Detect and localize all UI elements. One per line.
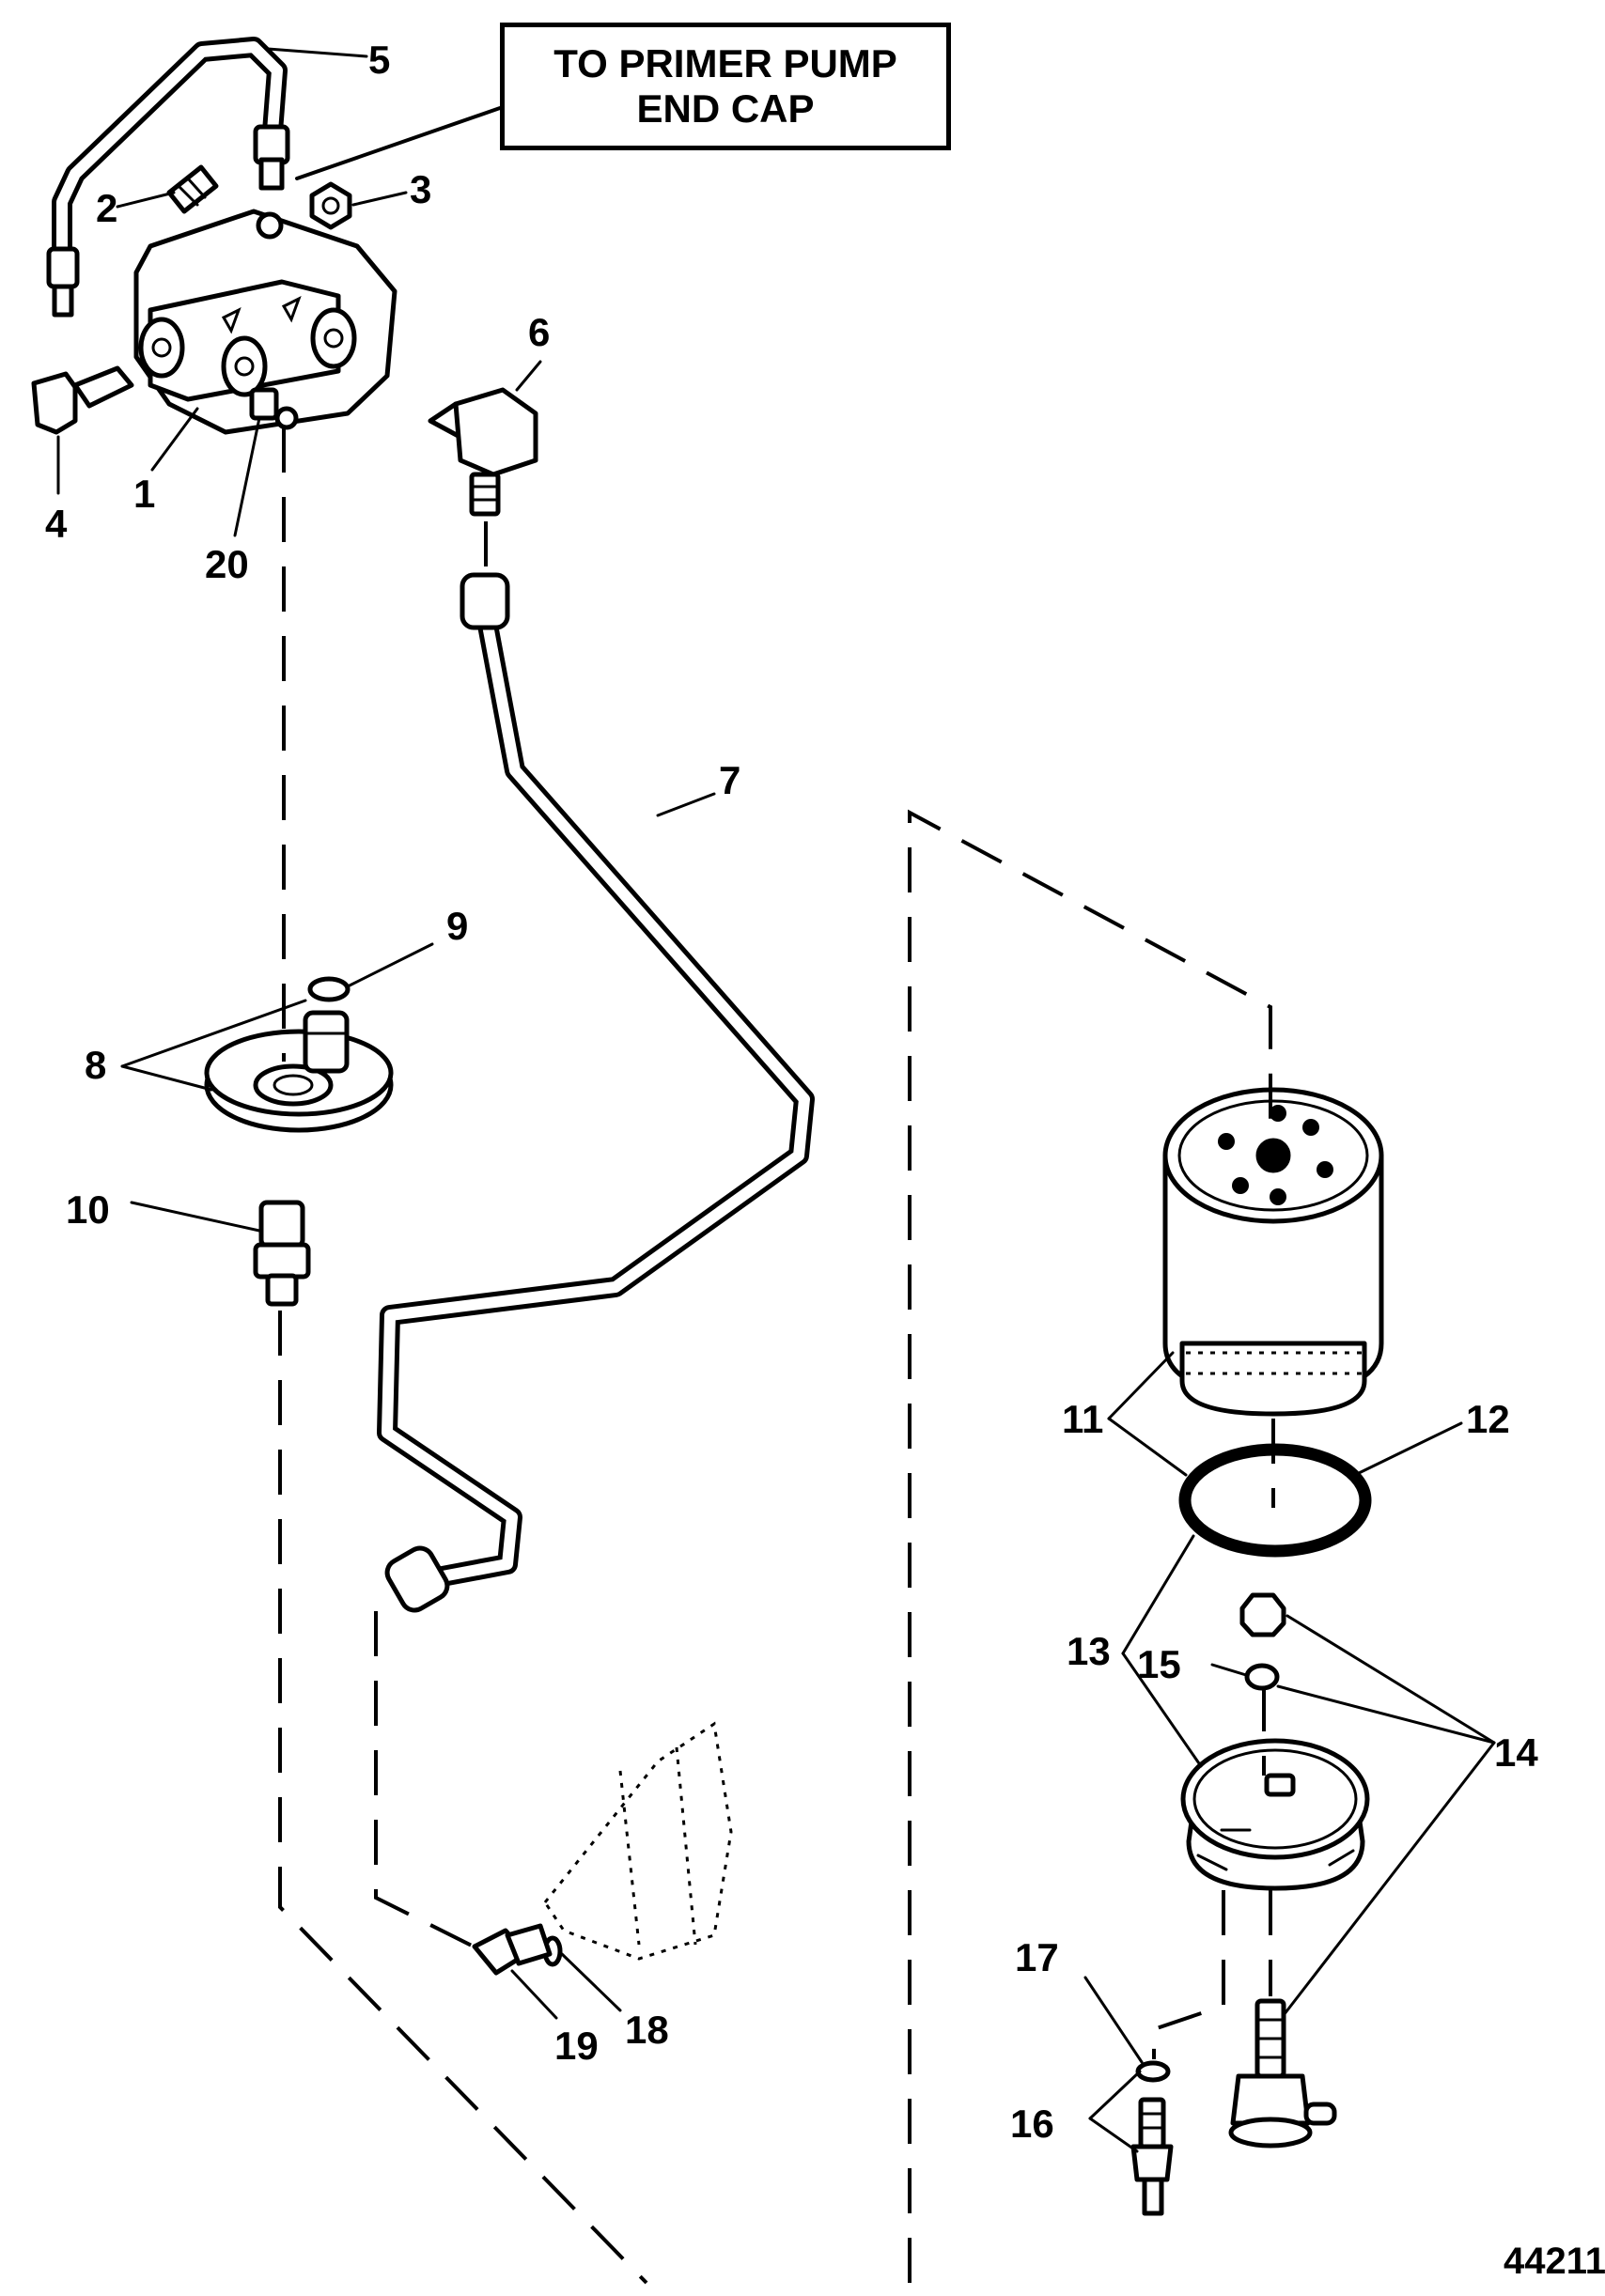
leader-17	[1083, 1976, 1144, 2064]
leader-8a	[120, 999, 307, 1068]
leader-12	[1353, 1421, 1463, 1477]
nut-part-14	[1239, 1592, 1286, 1637]
elbow-fitting-part-6	[428, 387, 538, 517]
leader-13b	[1121, 1652, 1203, 1768]
washer-part-15	[1244, 1663, 1280, 1691]
leader-19	[510, 1969, 558, 2020]
leader-5	[266, 47, 368, 58]
leader-10	[130, 1201, 261, 1233]
leader-9	[346, 942, 434, 988]
label-18: 18	[625, 2008, 669, 2052]
leader-6	[515, 360, 542, 392]
fitting-part-10	[253, 1200, 311, 1307]
o-ring-part-17	[1135, 2060, 1171, 2083]
stud-part-2	[166, 164, 219, 214]
leader-7	[656, 792, 716, 817]
dash-line-bowl-to-drain	[1152, 1890, 1225, 2059]
label-7: 7	[719, 758, 740, 802]
leader-16a	[1088, 2070, 1142, 2120]
water-sensor-part-14	[1228, 1998, 1337, 2149]
engine-cutaway-outline	[543, 1721, 733, 1961]
label-4: 4	[45, 502, 68, 546]
label-16: 16	[1010, 2102, 1054, 2146]
leader-11a	[1107, 1351, 1175, 1420]
label-6: 6	[528, 310, 550, 354]
leader-1	[150, 407, 199, 472]
drain-valve-part-16	[1130, 2097, 1174, 2216]
leader-14b	[1276, 1684, 1496, 1745]
label-15: 15	[1137, 1642, 1181, 1686]
fuel-line-part-7	[377, 572, 815, 1613]
label-12: 12	[1466, 1397, 1510, 1441]
label-3: 3	[410, 167, 431, 211]
elbow-fitting-part-4	[31, 365, 134, 435]
o-ring-part-9	[307, 976, 351, 1002]
callout-leader-line	[295, 106, 502, 180]
label-8: 8	[85, 1043, 106, 1087]
label-20: 20	[205, 542, 249, 586]
nut-part-3	[309, 181, 352, 230]
filter-head-part-1	[133, 209, 397, 435]
filter-cartridge-part-11	[1162, 1087, 1384, 1417]
label-13: 13	[1067, 1629, 1111, 1673]
leader-11b	[1107, 1417, 1188, 1477]
leader-20	[233, 416, 261, 537]
reference-number: 44211	[1504, 2241, 1605, 2282]
label-9: 9	[446, 904, 468, 948]
leader-18	[560, 1952, 622, 2012]
leader-14c	[1282, 1741, 1496, 2017]
dash-line-line7-to-fitting19	[374, 1611, 480, 1951]
bowl-part-13	[1180, 1738, 1370, 1891]
adapter-part-8	[204, 1010, 394, 1133]
leader-16b	[1088, 2117, 1139, 2153]
primer-pump-callout: TO PRIMER PUMP END CAP	[500, 23, 951, 150]
leader-8b	[120, 1064, 213, 1092]
dash-line-filter-up	[908, 809, 1272, 2283]
leader-2	[116, 191, 176, 209]
label-5: 5	[368, 38, 390, 82]
fitting-part-19	[472, 1923, 553, 1976]
label-2: 2	[96, 186, 117, 230]
label-10: 10	[66, 1187, 110, 1232]
leader-13a	[1121, 1534, 1195, 1655]
dash-line-fitting10-down	[278, 1311, 648, 2285]
plug-part-20	[249, 387, 279, 421]
callout-line-1: TO PRIMER PUMP	[553, 41, 897, 85]
callout-line-2: END CAP	[636, 86, 815, 131]
leader-15	[1210, 1663, 1248, 1677]
leader-14a	[1286, 1614, 1496, 1745]
label-11: 11	[1062, 1397, 1103, 1441]
label-17: 17	[1015, 1935, 1059, 1979]
label-14: 14	[1494, 1730, 1538, 1775]
leader-3	[351, 191, 408, 207]
primer-tube-part-5	[46, 37, 290, 318]
label-19: 19	[554, 2024, 599, 2068]
label-1: 1	[133, 472, 155, 516]
